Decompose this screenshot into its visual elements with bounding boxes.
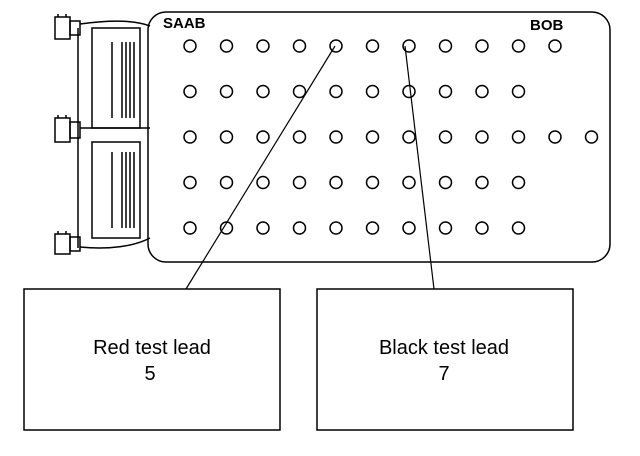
test-pin [292, 130, 307, 144]
leader-lines [185, 45, 435, 290]
test-pin [329, 130, 343, 144]
test-pin [365, 39, 380, 53]
test-pin [475, 221, 489, 235]
ribbon-cable-top [91, 27, 141, 129]
test-pin [438, 84, 453, 99]
test-pin [329, 84, 343, 99]
test-pin [548, 39, 562, 53]
test-pin [183, 175, 197, 190]
test-pin [292, 221, 307, 235]
red-lead-box [23, 288, 281, 431]
red-lead-pin: 5 [144, 363, 155, 385]
test-pin [438, 175, 453, 190]
callout-black-lead: Black test lead 7 [316, 288, 574, 431]
ribbon-cable-bottom [91, 141, 141, 239]
test-pin [183, 84, 197, 99]
test-pin [511, 130, 526, 144]
black-lead-box [316, 288, 574, 431]
test-pin [475, 130, 489, 144]
test-pin [292, 39, 307, 53]
test-pin [183, 130, 197, 144]
callout-red-lead: Red test lead 5 [23, 288, 281, 431]
plug-top [54, 14, 151, 40]
test-pin [256, 130, 270, 144]
test-pin [219, 130, 234, 144]
test-pin [329, 175, 343, 190]
test-pin [256, 84, 270, 99]
model-label: BOB [530, 17, 564, 34]
test-pin [475, 84, 489, 99]
test-pin [256, 175, 270, 190]
test-pin [511, 175, 526, 190]
test-pin [365, 221, 380, 235]
black-lead-leader-line [404, 45, 435, 290]
test-pin [475, 39, 489, 53]
test-pin [365, 84, 380, 99]
test-pin [365, 175, 380, 190]
test-pin [438, 39, 453, 53]
red-lead-title: Red test lead [93, 337, 211, 359]
black-lead-pin: 7 [438, 363, 449, 385]
test-pin [402, 84, 416, 99]
test-pin [548, 130, 562, 144]
red-lead-leader-line [185, 45, 336, 290]
pin-grid [183, 39, 599, 235]
test-pin [402, 39, 416, 53]
test-pin [402, 130, 416, 144]
test-pin [511, 84, 526, 99]
test-pin [511, 221, 526, 235]
test-pin [584, 130, 599, 144]
test-pin [511, 39, 526, 53]
test-pin [292, 84, 307, 99]
connector-assembly [54, 14, 151, 255]
test-pin [438, 221, 453, 235]
test-pin [402, 221, 416, 235]
black-lead-title: Black test lead [379, 337, 509, 359]
test-pin [256, 39, 270, 53]
test-pin [219, 84, 234, 99]
test-pin [329, 221, 343, 235]
plug-bottom [54, 231, 151, 255]
brand-label: SAAB [163, 15, 206, 32]
breakout-board-outline [147, 11, 611, 263]
test-pin [292, 175, 307, 190]
test-pin [256, 221, 270, 235]
test-pin [183, 221, 197, 235]
test-pin [219, 39, 234, 53]
test-pin [219, 175, 234, 190]
test-pin [365, 130, 380, 144]
test-pin [438, 130, 453, 144]
test-pin [183, 39, 197, 53]
test-pin [402, 175, 416, 190]
test-pin [475, 175, 489, 190]
